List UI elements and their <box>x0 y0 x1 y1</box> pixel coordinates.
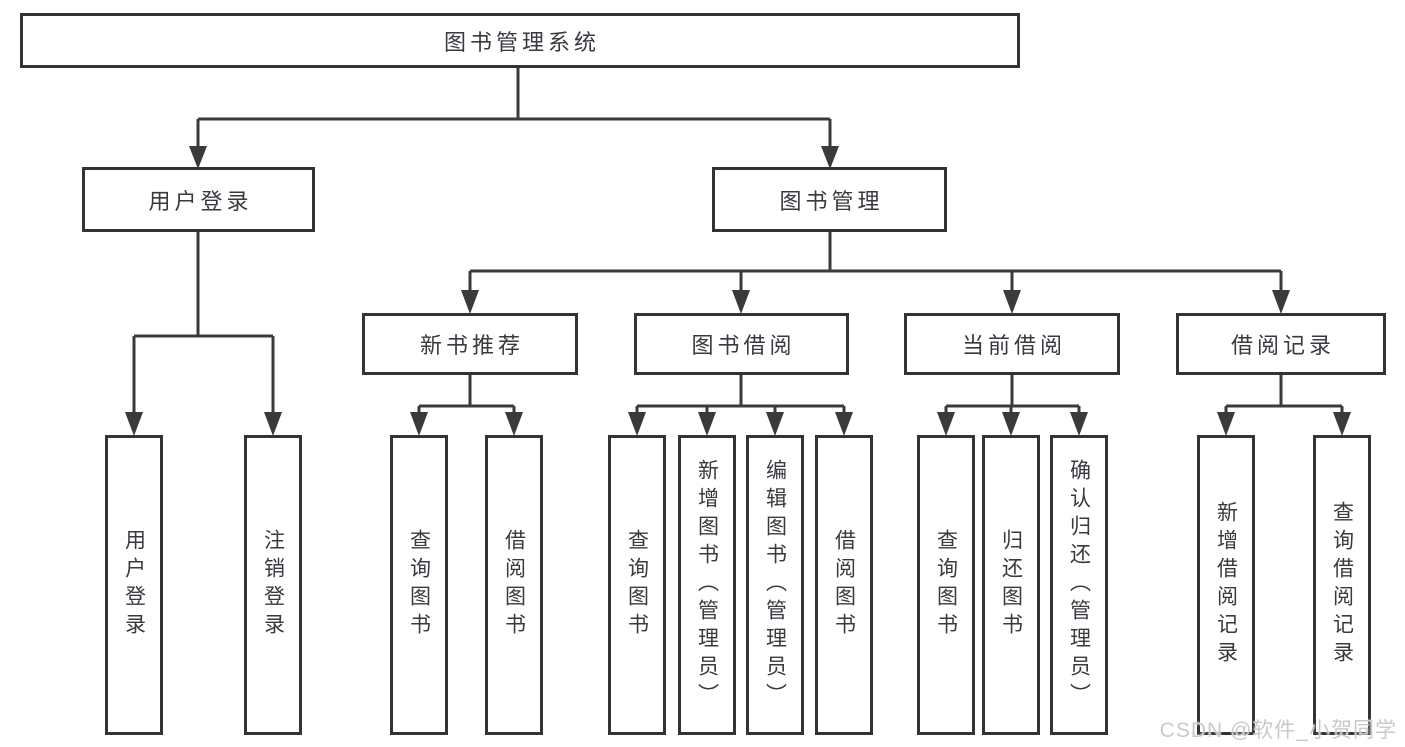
leaf-query-borrow-record: 查询借阅记录 <box>1313 435 1371 735</box>
node-root-system: 图书管理系统 <box>20 13 1020 68</box>
connector-book-borrow-to-leaves <box>628 374 853 436</box>
leaf-recommend-borrow-book: 借阅图书 <box>485 435 543 735</box>
connector-root-to-level2 <box>189 68 839 169</box>
node-user-login: 用户登录 <box>82 167 315 232</box>
leaf-confirm-return-admin: 确认归还（管理员） <box>1050 435 1108 735</box>
node-new-book-recommend: 新书推荐 <box>362 313 578 375</box>
node-book-borrow: 图书借阅 <box>634 313 849 375</box>
leaf-return-book: 归还图书 <box>982 435 1040 735</box>
leaf-user-login: 用户登录 <box>105 435 163 735</box>
leaf-borrow-borrow-book: 借阅图书 <box>815 435 873 735</box>
leaf-logout-login: 注销登录 <box>244 435 302 735</box>
connector-book-management-to-level3 <box>461 231 1290 314</box>
leaf-add-book-admin: 新增图书（管理员） <box>678 435 736 735</box>
leaf-add-borrow-record: 新增借阅记录 <box>1197 435 1255 735</box>
node-borrow-record: 借阅记录 <box>1176 313 1386 375</box>
connector-new-book-to-leaves <box>410 374 523 436</box>
leaf-borrow-query-book: 查询图书 <box>608 435 666 735</box>
leaf-edit-book-admin: 编辑图书（管理员） <box>746 435 804 735</box>
connector-current-borrow-to-leaves <box>937 374 1088 436</box>
leaf-current-query-book: 查询图书 <box>917 435 975 735</box>
leaf-recommend-query-book: 查询图书 <box>390 435 448 735</box>
node-book-management: 图书管理 <box>712 167 947 232</box>
connector-user-login-to-leaves <box>125 231 282 436</box>
connector-borrow-record-to-leaves <box>1217 374 1351 436</box>
node-current-borrow: 当前借阅 <box>904 313 1120 375</box>
